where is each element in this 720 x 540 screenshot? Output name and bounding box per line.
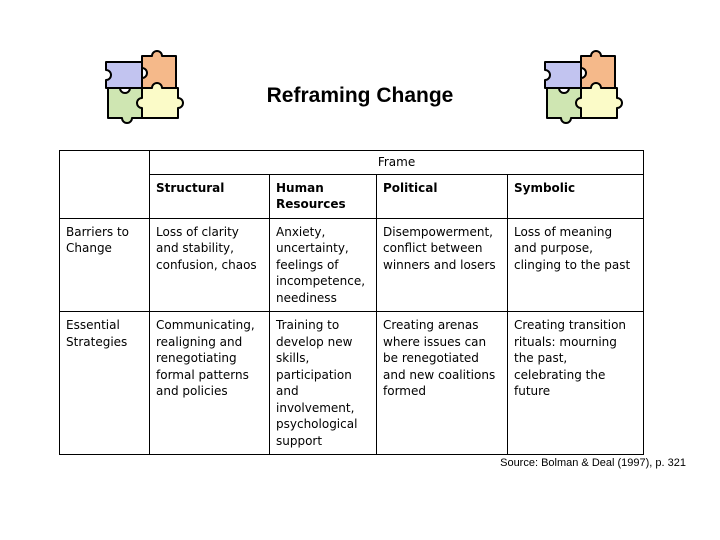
frame-table: Frame Structural Human Resources Politic…: [59, 150, 645, 455]
table-row: Essential Strategies Communicating, real…: [59, 311, 645, 455]
column-header-symbolic: Symbolic: [506, 173, 645, 219]
table-corner-cell: [59, 150, 150, 219]
table-cell: Loss of meaning and purpose, clinging to…: [506, 217, 645, 312]
slide-title: Reframing Change: [266, 84, 454, 107]
table-cell: Training to develop new skills, particip…: [269, 311, 377, 455]
table-cell: Anxiety, uncertainty, feelings of incomp…: [269, 217, 377, 312]
puzzle-piece-yellow: [575, 82, 623, 119]
table-cell: Communicating, realigning and renegotiat…: [149, 311, 270, 455]
table-cell: Loss of clarity and stability, confusion…: [149, 217, 270, 312]
frame-header: Frame: [148, 150, 645, 175]
table-column-headers: Structural Human Resources Political Sym…: [60, 173, 645, 219]
column-header-human-resources: Human Resources: [269, 173, 377, 219]
puzzle-pieces-icon: [105, 50, 184, 124]
table-header-row: Frame: [59, 150, 645, 219]
table-cell: Disempowerment, conflict between winners…: [376, 217, 508, 312]
puzzle-piece-yellow: [136, 82, 184, 119]
puzzle-pieces-icon: [544, 50, 623, 124]
row-label-barriers: Barriers to Change: [59, 217, 150, 312]
table-cell: Creating transition rituals: mourning th…: [506, 311, 645, 455]
source-citation: Source: Bolman & Deal (1997), p. 321: [500, 457, 686, 469]
column-header-structural: Structural: [149, 173, 270, 219]
row-label-strategies: Essential Strategies: [59, 311, 150, 455]
column-header-political: Political: [376, 173, 508, 219]
table-row: Barriers to Change Loss of clarity and s…: [59, 217, 645, 312]
table-cell: Creating arenas where issues can be rene…: [376, 311, 508, 455]
